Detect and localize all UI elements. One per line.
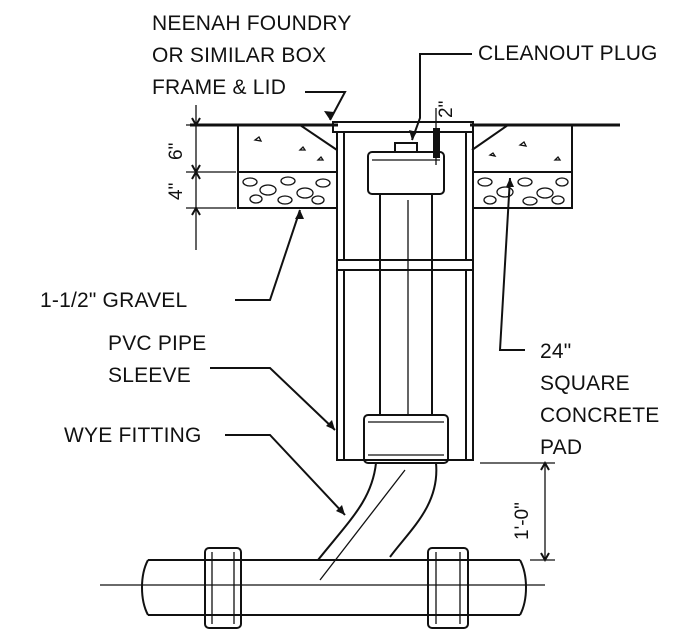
dimensions	[186, 105, 555, 563]
dim-wye-depth: 1'-0"	[512, 502, 533, 540]
dim-slab-thickness: 6"	[166, 143, 187, 160]
pad-label-line4: PAD	[540, 436, 582, 459]
dim-lid-gap: 2"	[436, 101, 457, 118]
pad-label: 24" SQUARE CONCRETE PAD	[540, 340, 659, 459]
dim-gravel-thickness: 4"	[166, 183, 187, 200]
box-frame-and-lid	[332, 121, 474, 260]
leader-lines	[210, 53, 525, 516]
pvc-sleeve	[336, 259, 474, 461]
gravel-layer	[242, 176, 569, 206]
sleeve-label: PVC PIPE SLEEVE	[108, 332, 206, 387]
wye-fitting-label: WYE FITTING	[64, 424, 202, 447]
sleeve-label-line1: PVC PIPE	[108, 332, 206, 355]
riser-pipe	[363, 142, 449, 464]
box-frame-label: NEENAH FOUNDRY OR SIMILAR BOX FRAME & LI…	[152, 12, 352, 99]
cleanout-plug-label: CLEANOUT PLUG	[478, 42, 658, 65]
gravel-label: 1-1/2" GRAVEL	[40, 289, 187, 312]
box-frame-label-line3: FRAME & LID	[152, 76, 286, 99]
concrete-slab	[190, 123, 620, 209]
box-frame-label-line2: OR SIMILAR BOX	[152, 44, 326, 67]
pad-label-line3: CONCRETE	[540, 404, 659, 427]
pad-label-line1: 24"	[540, 340, 571, 363]
sleeve-label-line2: SLEEVE	[108, 364, 191, 387]
box-frame-label-line1: NEENAH FOUNDRY	[152, 12, 352, 35]
wye-and-main	[100, 462, 545, 629]
pad-label-line2: SQUARE	[540, 372, 630, 395]
